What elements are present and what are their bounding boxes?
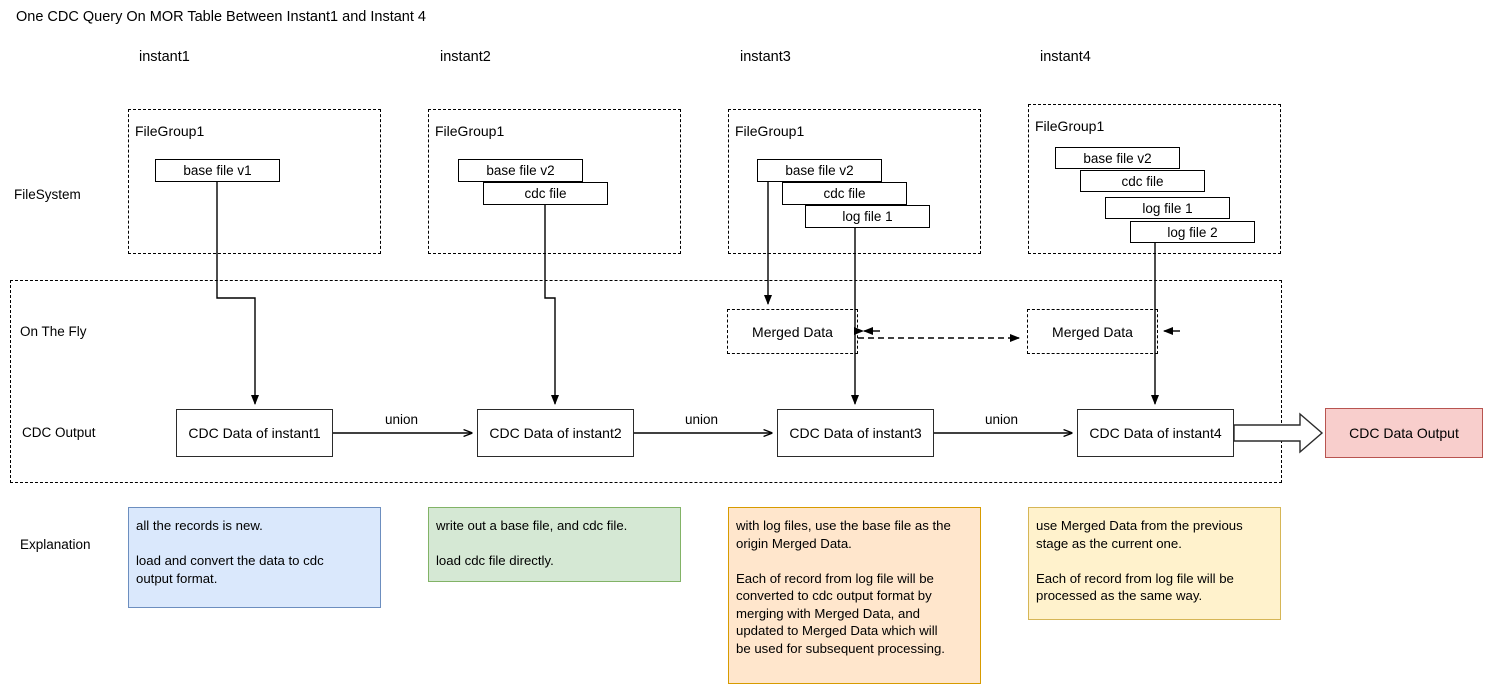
column-header-instant2: instant2: [440, 49, 491, 65]
filegroup-label: FileGroup1: [435, 123, 505, 139]
file-box-base-file-v2[interactable]: base file v2: [757, 159, 882, 182]
cdc-data-box-instant2[interactable]: CDC Data of instant2: [477, 409, 634, 457]
file-box-cdc-file[interactable]: cdc file: [483, 182, 608, 205]
union-label-2: union: [685, 412, 719, 427]
file-box-log-file-1[interactable]: log file 1: [805, 205, 930, 228]
filegroup-label: FileGroup1: [135, 123, 205, 139]
column-header-instant1: instant1: [139, 49, 190, 65]
cdc-data-box-instant3[interactable]: CDC Data of instant3: [777, 409, 934, 457]
cdc-data-output-box[interactable]: CDC Data Output: [1325, 408, 1483, 458]
explanation-box-instant4: use Merged Data from the previous stage …: [1028, 507, 1281, 620]
union-label-3: union: [985, 412, 1019, 427]
explanation-box-instant2: write out a base file, and cdc file. loa…: [428, 507, 681, 582]
merged-data-box-instant4: Merged Data: [1027, 309, 1158, 354]
filegroup-label: FileGroup1: [1035, 118, 1105, 134]
merged-data-box-instant3: Merged Data: [727, 309, 858, 354]
file-box-base-file-v1[interactable]: base file v1: [155, 159, 280, 182]
column-header-instant4: instant4: [1040, 49, 1091, 65]
file-box-cdc-file[interactable]: cdc file: [782, 182, 907, 205]
explanation-box-instant1: all the records is new. load and convert…: [128, 507, 381, 608]
cdc-data-box-instant4[interactable]: CDC Data of instant4: [1077, 409, 1234, 457]
cdc-data-box-instant1[interactable]: CDC Data of instant1: [176, 409, 333, 457]
row-label-explanation: Explanation: [20, 537, 91, 552]
file-box-cdc-file[interactable]: cdc file: [1080, 170, 1205, 192]
file-box-log-file-2[interactable]: log file 2: [1130, 221, 1255, 243]
union-label-1: union: [385, 412, 419, 427]
file-box-base-file-v2[interactable]: base file v2: [458, 159, 583, 182]
row-label-cdc-output: CDC Output: [22, 425, 96, 440]
explanation-box-instant3: with log files, use the base file as the…: [728, 507, 981, 684]
file-box-log-file-1[interactable]: log file 1: [1105, 197, 1230, 219]
column-header-instant3: instant3: [740, 49, 791, 65]
row-label-on-the-fly: On The Fly: [20, 324, 87, 339]
row-label-filesystem: FileSystem: [14, 187, 81, 202]
page-title: One CDC Query On MOR Table Between Insta…: [16, 9, 426, 25]
file-box-base-file-v2[interactable]: base file v2: [1055, 147, 1180, 169]
filegroup-label: FileGroup1: [735, 123, 805, 139]
processing-container: [10, 280, 1282, 483]
